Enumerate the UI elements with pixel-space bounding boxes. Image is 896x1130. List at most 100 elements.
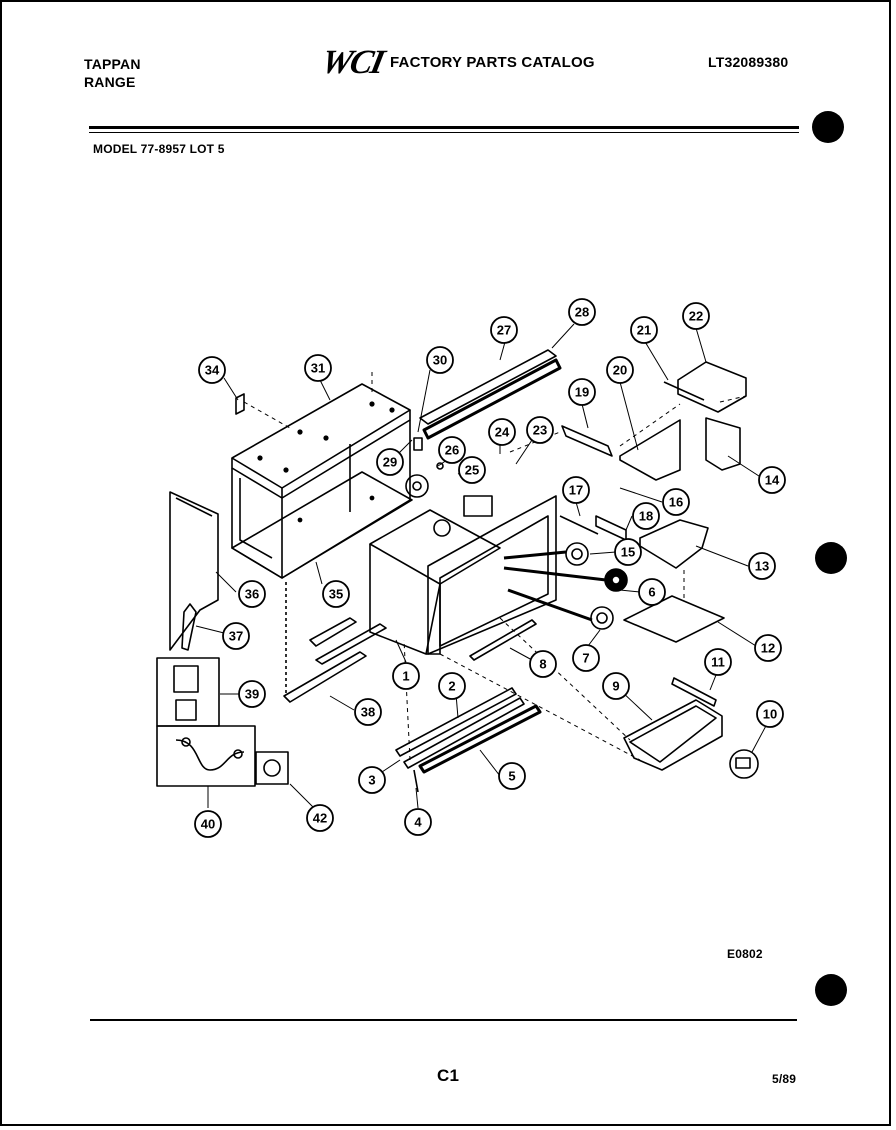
callout-circle — [498, 762, 526, 790]
callout-number: 36 — [245, 587, 259, 602]
header-rule — [89, 126, 799, 129]
binder-hole-bottom — [815, 974, 847, 1006]
callout-number: 28 — [575, 305, 589, 320]
callout-number: 12 — [761, 641, 775, 656]
callout-24: 24 — [488, 418, 516, 446]
part-lower-rails — [395, 687, 542, 774]
callout-number: 5 — [508, 769, 515, 784]
part-screw-4 — [413, 769, 419, 793]
callout-22: 22 — [682, 302, 710, 330]
callout-14: 14 — [758, 466, 786, 494]
part-burners — [503, 542, 628, 630]
callout-number: 30 — [433, 353, 447, 368]
callout-circle — [562, 476, 590, 504]
callout-number: 8 — [539, 657, 546, 672]
callout-number: 16 — [669, 495, 683, 510]
callout-number: 23 — [533, 423, 547, 438]
callout-13: 13 — [748, 552, 776, 580]
callout-5: 5 — [498, 762, 526, 790]
callout-number: 42 — [313, 811, 327, 826]
callout-25: 25 — [458, 456, 486, 484]
callout-circle — [238, 580, 266, 608]
callout-circle — [638, 578, 666, 606]
callout-4: 4 — [404, 808, 432, 836]
callout-3: 3 — [358, 766, 386, 794]
callout-40: 40 — [194, 810, 222, 838]
callout-number: 26 — [445, 443, 459, 458]
callout-27: 27 — [490, 316, 518, 344]
callout-15: 15 — [614, 538, 642, 566]
callout-38: 38 — [354, 698, 382, 726]
callout-number: 14 — [765, 473, 780, 488]
callout-18: 18 — [632, 502, 660, 530]
callout-7: 7 — [572, 644, 600, 672]
callout-circle — [438, 436, 466, 464]
part-knob — [255, 751, 289, 785]
page-label: C1 — [437, 1066, 460, 1085]
callout-34: 34 — [198, 356, 226, 384]
callout-circle — [568, 378, 596, 406]
callout-number: 39 — [245, 687, 259, 702]
callout-35: 35 — [322, 580, 350, 608]
part-valve-box — [156, 657, 256, 787]
revision-date: 5/89 — [772, 1072, 797, 1086]
callout-number: 1 — [402, 669, 409, 684]
part-clip-10 — [729, 749, 759, 779]
callout-19: 19 — [568, 378, 596, 406]
callout-circle — [568, 298, 596, 326]
callout-number: 22 — [689, 309, 703, 324]
callout-number: 24 — [495, 425, 510, 440]
callout-circle — [426, 346, 454, 374]
catalog-title: FACTORY PARTS CATALOG — [390, 54, 595, 71]
binder-hole-top — [812, 111, 844, 143]
callout-1: 1 — [392, 662, 420, 690]
callout-circle — [194, 810, 222, 838]
callout-circle — [632, 502, 660, 530]
binder-hole-middle — [815, 542, 847, 574]
part-broiler-pan — [623, 699, 723, 771]
callout-circle — [354, 698, 382, 726]
callout-number: 31 — [311, 361, 325, 376]
callout-10: 10 — [756, 700, 784, 728]
callout-circle — [529, 650, 557, 678]
callout-31: 31 — [304, 354, 332, 382]
callout-circle — [238, 680, 266, 708]
callout-circle — [754, 634, 782, 662]
callout-number: 21 — [637, 323, 651, 338]
part-rod-17 — [559, 515, 599, 535]
callout-29: 29 — [376, 448, 404, 476]
drawing-code: E0802 — [727, 947, 763, 961]
part-bracket — [181, 603, 197, 651]
callout-circle — [198, 356, 226, 384]
catalog-number: LT32089380 — [708, 54, 789, 70]
part-rod-8 — [469, 619, 537, 661]
callout-number: 37 — [229, 629, 243, 644]
part-broiler-pan-inner — [629, 705, 717, 763]
callout-circle — [630, 316, 658, 344]
callout-30: 30 — [426, 346, 454, 374]
callout-circle — [602, 672, 630, 700]
callout-37: 37 — [222, 622, 250, 650]
callout-number: 25 — [465, 463, 479, 478]
callout-number: 9 — [612, 679, 619, 694]
header-rule-thin — [89, 132, 799, 133]
callout-number: 7 — [582, 651, 589, 666]
callout-number: 20 — [613, 363, 627, 378]
part-bracket-34 — [235, 393, 245, 415]
part-knobs-upper — [405, 437, 444, 498]
callout-number: 38 — [361, 705, 375, 720]
callout-circle — [662, 488, 690, 516]
footer-rule — [90, 1019, 797, 1021]
callout-circle — [404, 808, 432, 836]
callout-circle — [758, 466, 786, 494]
callout-number: 18 — [639, 509, 653, 524]
callout-circle — [748, 552, 776, 580]
callout-number: 2 — [448, 679, 455, 694]
callout-number: 19 — [575, 385, 589, 400]
callout-circle — [304, 354, 332, 382]
callout-circle — [606, 356, 634, 384]
callout-number: 4 — [414, 815, 422, 830]
callout-circle — [704, 648, 732, 676]
callout-number: 27 — [497, 323, 511, 338]
